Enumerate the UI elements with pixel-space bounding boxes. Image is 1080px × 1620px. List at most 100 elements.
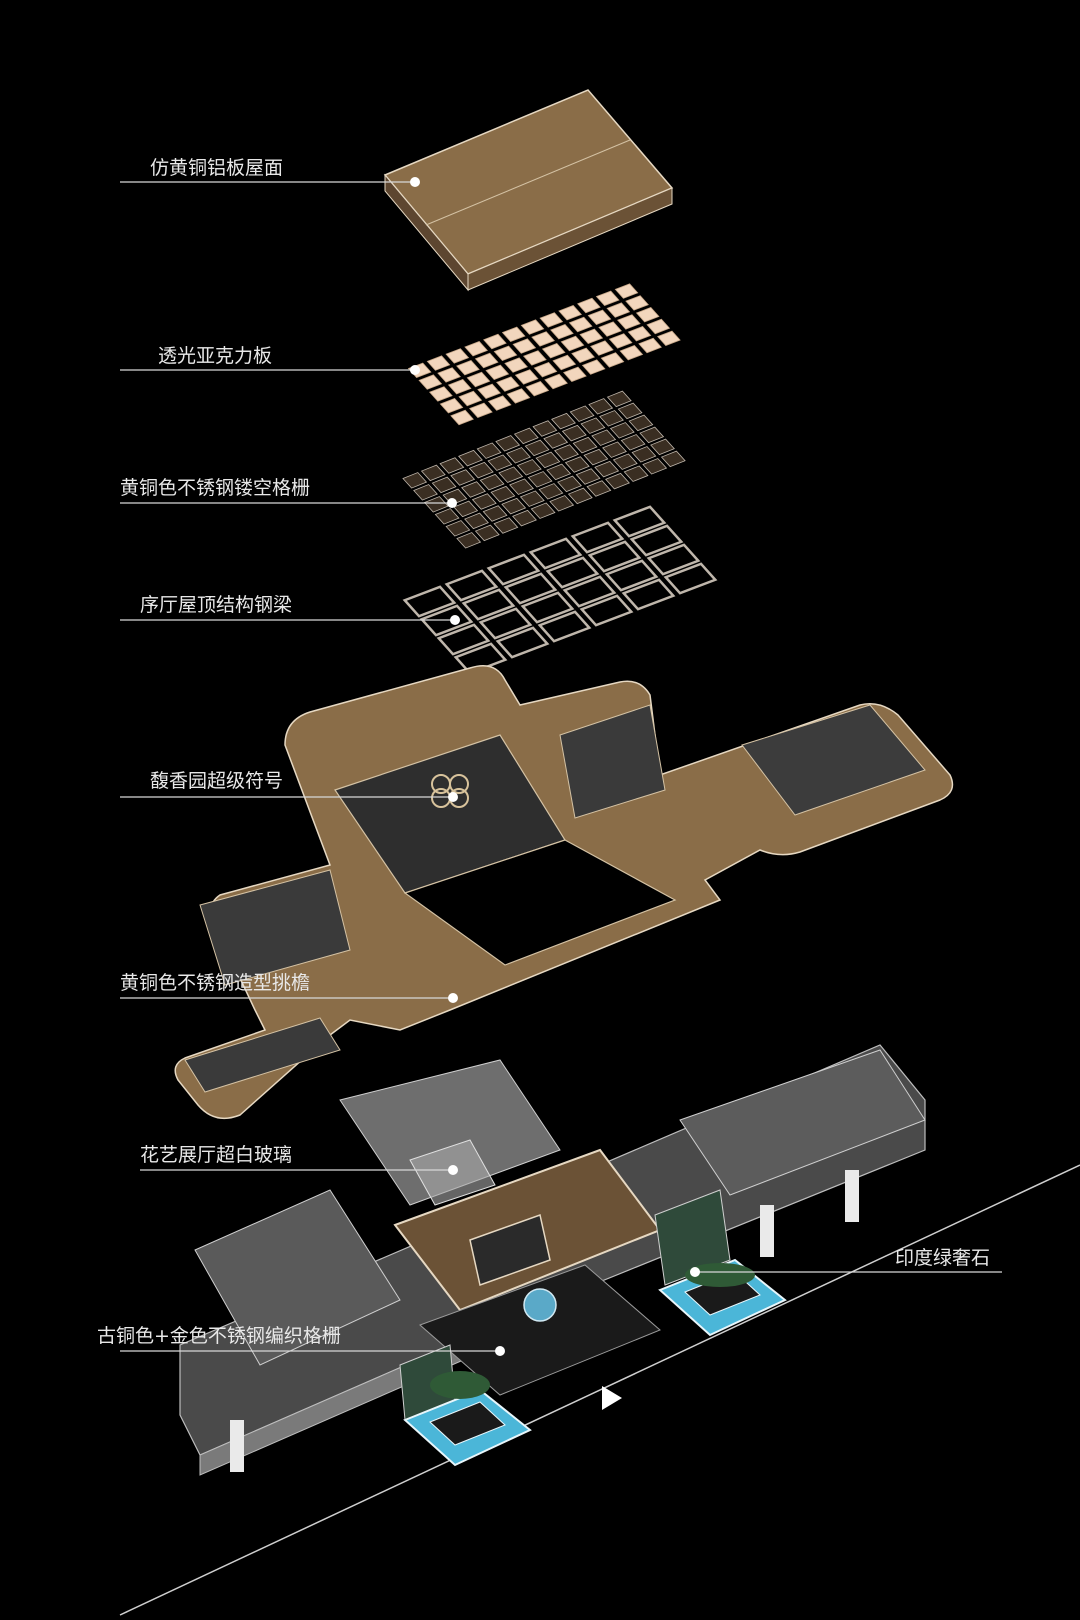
label-eave: 黄铜色不锈钢造型挑檐 bbox=[120, 972, 311, 994]
acrylic-panel bbox=[525, 381, 550, 397]
label-woven: 古铜色+金色不锈钢编织格栅 bbox=[97, 1325, 341, 1347]
grille-cell bbox=[450, 469, 476, 486]
grille-cell bbox=[660, 450, 686, 468]
label-stone: 印度绿奢石 bbox=[895, 1247, 991, 1269]
acrylic-panel bbox=[606, 302, 631, 318]
grille-cell bbox=[594, 460, 620, 478]
acrylic-panel bbox=[635, 307, 660, 323]
grille-cell bbox=[479, 473, 505, 491]
acrylic-panel bbox=[614, 283, 639, 299]
grille-cell bbox=[639, 426, 665, 444]
grille-cell bbox=[458, 449, 483, 467]
grille-cell bbox=[575, 468, 601, 485]
acrylic-panel bbox=[504, 357, 528, 373]
pool-left bbox=[403, 1371, 532, 1467]
brass-eave-canopy bbox=[174, 665, 954, 1120]
grille-cell bbox=[524, 439, 550, 457]
grille-cell bbox=[591, 429, 617, 446]
acrylic-panel bbox=[552, 354, 577, 371]
grille-cell bbox=[532, 420, 558, 437]
acrylic-panel bbox=[539, 312, 564, 328]
acrylic-panel bbox=[456, 360, 480, 376]
beam-cell bbox=[503, 572, 558, 605]
beam-cell bbox=[545, 556, 600, 589]
acrylic-panel bbox=[568, 316, 593, 333]
label-acrylic: 透光亚克力板 bbox=[158, 345, 273, 367]
grille-cell bbox=[602, 441, 627, 458]
grille-cell bbox=[498, 466, 524, 483]
acrylic-panel bbox=[657, 330, 681, 346]
acrylic-panel bbox=[512, 338, 537, 354]
beam-cell bbox=[579, 594, 634, 627]
grille-cell bbox=[561, 424, 587, 442]
acrylic-panel bbox=[458, 390, 483, 407]
acrylic-panel bbox=[487, 395, 512, 411]
grille-cell bbox=[586, 480, 612, 497]
grille-cell bbox=[413, 484, 438, 501]
acrylic-panel bbox=[627, 326, 652, 342]
play-icon[interactable] bbox=[602, 1386, 622, 1410]
ground-line bbox=[119, 1164, 1080, 1616]
grille-cell bbox=[554, 444, 579, 461]
acrylic-panel bbox=[429, 386, 453, 402]
acrylic-panel bbox=[625, 295, 649, 311]
roof-panel bbox=[383, 89, 674, 292]
grille-cell bbox=[461, 481, 486, 498]
grille-cell bbox=[535, 451, 561, 469]
grille-cell bbox=[605, 472, 630, 490]
label-grille: 黄铜色不锈钢镂空格栅 bbox=[120, 477, 311, 499]
building-base bbox=[179, 1044, 926, 1476]
grille-cell bbox=[631, 446, 657, 463]
beam-cell bbox=[520, 591, 575, 624]
grille-cell bbox=[445, 520, 471, 537]
grille-cell bbox=[513, 427, 539, 445]
grille-cell bbox=[557, 475, 582, 493]
grille-cell bbox=[509, 478, 534, 495]
grille-cell bbox=[551, 412, 576, 430]
acrylic-panel bbox=[437, 367, 461, 383]
grille-cell bbox=[650, 438, 675, 456]
beam-cell bbox=[629, 524, 684, 557]
acrylic-panel bbox=[558, 305, 582, 321]
grille-cell bbox=[564, 456, 590, 473]
grille-cell bbox=[493, 517, 519, 534]
beam-cell bbox=[402, 585, 457, 618]
grille-cell bbox=[474, 524, 500, 542]
acrylic-panel bbox=[533, 362, 558, 378]
beam-cell bbox=[436, 623, 491, 656]
grille-cell bbox=[471, 493, 497, 510]
grille-cell bbox=[482, 505, 508, 522]
grille-cell bbox=[549, 495, 575, 512]
grille-cell bbox=[487, 454, 513, 471]
grille-cell bbox=[588, 398, 614, 415]
acrylic-panel-grid bbox=[407, 283, 681, 426]
grille-cell bbox=[434, 508, 460, 525]
acrylic-panel bbox=[493, 345, 518, 361]
acrylic-panel bbox=[619, 345, 644, 361]
acrylic-panel bbox=[608, 333, 633, 349]
label-beam: 序厅屋顶结构钢梁 bbox=[140, 594, 293, 616]
acrylic-panel bbox=[496, 376, 520, 392]
acrylic-panel bbox=[598, 321, 622, 337]
acrylic-panel bbox=[600, 352, 625, 368]
grille-cell bbox=[516, 459, 542, 476]
grille-cell bbox=[580, 417, 606, 434]
grille-cell bbox=[495, 435, 521, 452]
beam-cell bbox=[562, 575, 617, 608]
acrylic-panel bbox=[445, 348, 470, 364]
acrylic-panel bbox=[579, 328, 604, 344]
acrylic-panel bbox=[450, 409, 474, 426]
grille-cell bbox=[583, 448, 609, 466]
acrylic-panel bbox=[485, 364, 510, 380]
beam-cell bbox=[478, 607, 533, 640]
beam-cell bbox=[646, 543, 701, 576]
acrylic-panel bbox=[477, 383, 501, 399]
grille-cell bbox=[612, 453, 638, 470]
grille-cell bbox=[456, 532, 482, 549]
acrylic-panel bbox=[523, 350, 547, 366]
grille-cell bbox=[453, 500, 479, 518]
acrylic-panel bbox=[418, 374, 443, 390]
grille-cell bbox=[599, 410, 624, 427]
brass-grille bbox=[402, 390, 686, 549]
